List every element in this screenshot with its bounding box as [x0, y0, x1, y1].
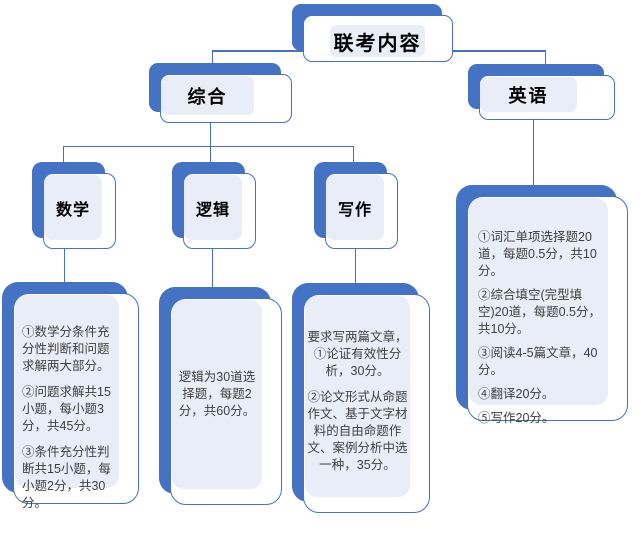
connector-drop-logic [209, 146, 211, 163]
detail-english-panel: ①词汇单项选择题20道，每题0.5分，共10分。 ②综合填空(完型填空)20道，… [469, 198, 608, 425]
detail-logic-item: 逻辑为30道选择题，每题2分，共60分。 [178, 370, 256, 418]
connector-drop-writing [352, 146, 354, 163]
detail-english-item: ②综合填空(完型填空)20道，每题0.5分，共10分。 [478, 288, 601, 336]
detail-english-text: ①词汇单项选择题20道，每题0.5分，共10分。 ②综合填空(完型填空)20道，… [469, 198, 608, 427]
detail-english: ①词汇单项选择题20道，每题0.5分，共10分。 ②综合填空(完型填空)20道，… [456, 185, 628, 425]
detail-logic-panel: 逻辑为30道选择题，每题2分，共60分。 [172, 300, 262, 489]
node-writing: 写作 [314, 162, 398, 249]
detail-writing-item: ②论文形式从命题作文、基于文字材料的自由命题作文、案例分析中选一种，35分。 [307, 390, 408, 472]
detail-writing-panel: 要求写两篇文章， ①论证有效性分析，30分。 ②论文形式从命题作文、基于文字材料… [305, 296, 410, 497]
node-english: 英语 [468, 64, 615, 120]
connector-math-to-detail [63, 249, 65, 282]
detail-writing-text: 要求写两篇文章， ①论证有效性分析，30分。 ②论文形式从命题作文、基于文字材料… [305, 296, 410, 474]
node-math-label: 数学 [55, 201, 90, 219]
connector-subjects-h [63, 145, 354, 147]
connector-root-to-english [544, 50, 546, 64]
detail-math-item: ②问题求解共15小题，每小题3分，共45分。 [22, 385, 111, 433]
connector-writing-to-detail [354, 249, 356, 283]
detail-math: ①数学分条件充分性判断和问题求解两大部分。 ②问题求解共15小题，每小题3分，共… [2, 282, 139, 510]
connector-comprehensive-stem [209, 123, 211, 146]
detail-writing: 要求写两篇文章， ①论证有效性分析，30分。 ②论文形式从命题作文、基于文字材料… [292, 283, 430, 513]
node-comprehensive-label: 综合 [187, 86, 228, 107]
detail-math-panel: ①数学分条件充分性判断和问题求解两大部分。 ②问题求解共15小题，每小题3分，共… [15, 295, 119, 510]
node-logic-panel: 逻辑 [184, 175, 242, 240]
detail-math-text: ①数学分条件充分性判断和问题求解两大部分。 ②问题求解共15小题，每小题3分，共… [15, 295, 119, 512]
node-comprehensive-panel: 综合 [161, 76, 254, 115]
node-math-panel: 数学 [44, 175, 102, 240]
detail-math-item: ①数学分条件充分性判断和问题求解两大部分。 [22, 325, 110, 373]
connector-drop-math [62, 146, 64, 163]
detail-writing-item: 要求写两篇文章， [307, 330, 408, 344]
node-exam-content-label: 联考内容 [333, 32, 422, 55]
node-comprehensive: 综合 [149, 63, 292, 123]
connector-root-right-h [453, 50, 545, 52]
node-exam-content-panel: 联考内容 [330, 25, 425, 57]
node-writing-panel: 写作 [326, 175, 384, 240]
detail-english-item: ⑤写作20分。 [478, 411, 555, 425]
node-writing-label: 写作 [337, 201, 372, 219]
detail-writing-item: ①论证有效性分析，30分。 [313, 347, 402, 378]
node-logic-label: 逻辑 [195, 201, 230, 219]
node-logic: 逻辑 [172, 162, 256, 249]
detail-english-item: ③阅读4-5篇文章，40分。 [478, 346, 598, 377]
node-exam-content: 联考内容 [292, 4, 453, 62]
connector-english-to-detail [532, 120, 534, 185]
node-english-panel: 英语 [480, 77, 577, 112]
detail-english-item: ④翻译20分。 [478, 387, 555, 401]
detail-logic-text: 逻辑为30道选择题，每题2分，共60分。 [172, 369, 262, 420]
connector-root-left-h [212, 50, 303, 52]
detail-logic: 逻辑为30道选择题，每题2分，共60分。 [159, 287, 282, 505]
connector-root-to-comprehensive [211, 50, 213, 63]
detail-english-item: ①词汇单项选择题20道，每题0.5分，共10分。 [478, 230, 597, 278]
connector-logic-to-detail [211, 249, 213, 287]
node-english-label: 英语 [508, 85, 549, 106]
node-math: 数学 [32, 162, 116, 249]
detail-math-item: ③条件充分性判断共15小题，每小题2分，共30分。 [22, 445, 111, 510]
